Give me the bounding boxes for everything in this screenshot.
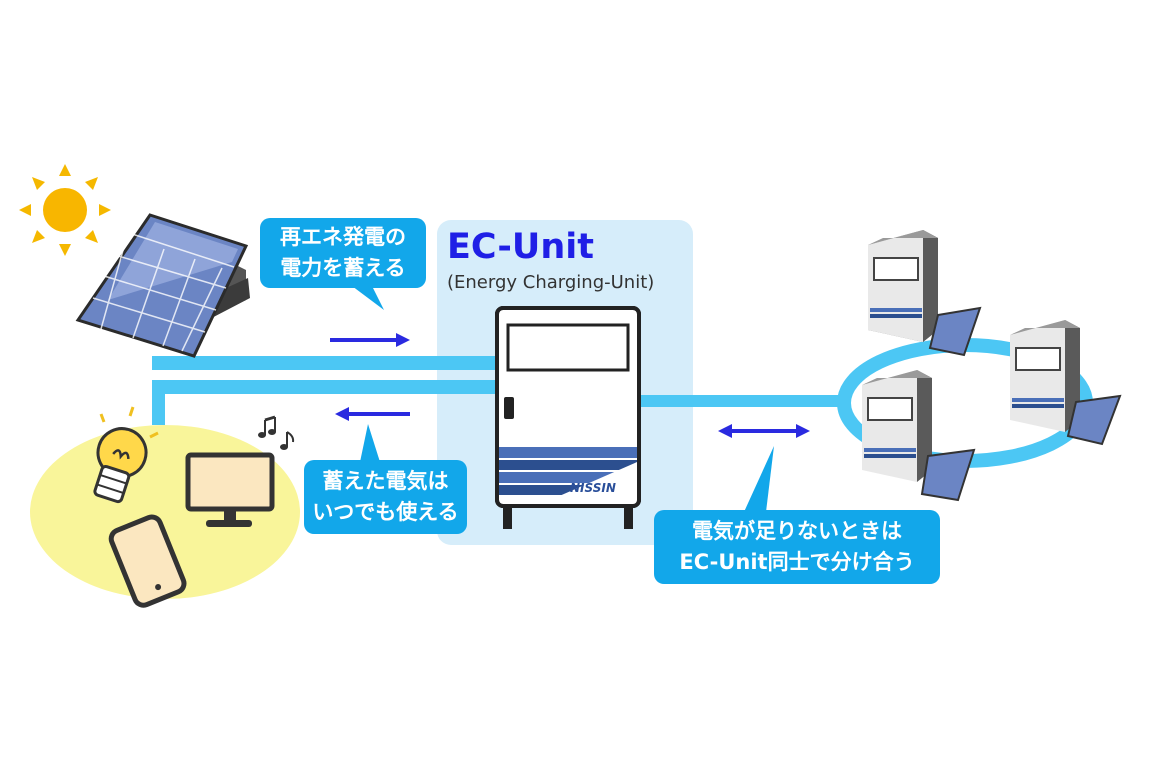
ec-unit-subtitle: (Energy Charging-Unit) (447, 272, 655, 293)
callout-share: 電気が足りないときは EC-Unit同士で分け合う (654, 516, 940, 578)
callout-use-line-1: 蓄えた電気は (322, 469, 449, 493)
callout-use-box (304, 424, 467, 534)
monitor-icon (185, 452, 275, 527)
power-lines (152, 356, 840, 425)
music-notes-icon (258, 415, 295, 450)
callout-share-line-1: 電気が足りないときは (692, 519, 902, 543)
arrow-right (330, 333, 410, 347)
brand-label: NISSIN (570, 481, 616, 495)
callout-store-line-2: 電力を蓄える (280, 256, 406, 280)
callout-use: 蓄えた電気は いつでも使える (304, 466, 467, 528)
callout-store-box (260, 218, 426, 310)
light-rays (99, 406, 159, 439)
callout-share-box (654, 446, 940, 584)
sun-icon (19, 164, 111, 256)
callout-use-line-2: いつでも使える (312, 500, 459, 524)
ec-unit-title: EC-Unit (447, 227, 594, 267)
callout-share-line-2: EC-Unit同士で分け合う (679, 550, 915, 574)
solar-panel-icon (75, 213, 250, 358)
light-bulb-icon (93, 427, 148, 504)
networked-units-icon (862, 230, 1122, 502)
ec-unit-cabinet-icon (495, 306, 641, 529)
callout-store-line-1: 再エネ発電の (280, 225, 406, 249)
tablet-icon (108, 514, 187, 608)
callout-store: 再エネ発電の 電力を蓄える (260, 222, 426, 284)
arrow-left (335, 407, 410, 421)
arrow-both (718, 424, 810, 438)
